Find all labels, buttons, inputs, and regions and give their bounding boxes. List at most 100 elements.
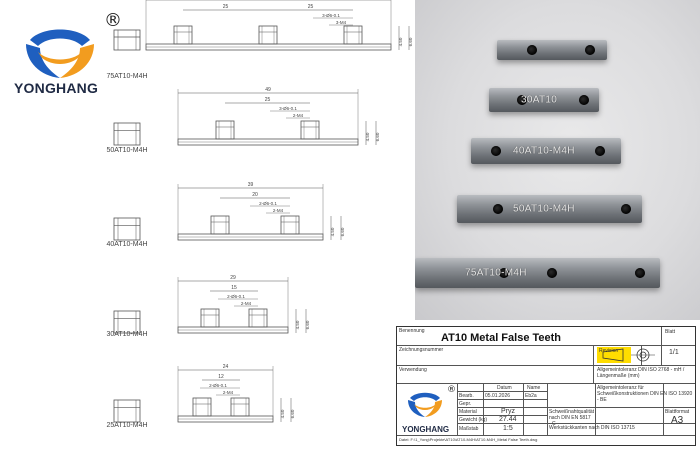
part-label-0: 75AT10-M4H (106, 73, 147, 80)
side-view-2 (113, 217, 141, 241)
photo-hole-4-0 (499, 268, 509, 278)
side-view-1 (113, 122, 141, 146)
dim-overall-value-3: 29 (230, 275, 236, 281)
callout-hole-2: 2-Ø6-0.1 (259, 201, 277, 206)
nut-1-1 (300, 120, 320, 140)
side-view-0 (113, 29, 141, 51)
drawn-date: 05.01.2026 (485, 393, 511, 399)
yonghang-logo-small-icon (408, 392, 442, 417)
dim-pitch-value-1: 25 (265, 97, 271, 103)
dim-height-b-value-0: 6.60 (408, 37, 413, 46)
photo-hole-3-0 (493, 204, 503, 214)
scale-label: Maßstab (459, 426, 479, 432)
dim-overall-value-1: 49 (265, 87, 271, 93)
nut-0-0 (173, 25, 193, 45)
part-label-1: 50AT10-M4H (106, 147, 147, 154)
photo-part-1: 30AT10 (489, 88, 599, 112)
drawn-name: Eb2a (525, 393, 537, 399)
photo-engraving-1: 30AT10 (521, 94, 558, 106)
callout-hole-0: 3-Ø6-0.1 (322, 13, 340, 18)
photo-part-0 (497, 40, 607, 60)
weld-tolerance-text: Allgemeintoleranz für Schweißkonstruktio… (597, 385, 693, 403)
callout-thread-3: 2-M4 (241, 301, 252, 306)
photo-hole-0-1 (585, 45, 595, 55)
registered-mark: ® (104, 10, 122, 31)
part-label-3: 30AT10-M4H (106, 331, 147, 338)
format-label: Blattformat (665, 409, 690, 415)
callout-thread-0: 3-M4 (336, 20, 347, 25)
photo-engraving-2: 40AT10-M4H (513, 145, 575, 157)
photo-part-4: 75AT10-M4H (415, 258, 660, 288)
weight-label: Gewicht (kg) (459, 417, 488, 423)
dim-height-a-value-3: 4.50 (295, 320, 300, 329)
dim-height-b-value-1: 6.60 (375, 132, 380, 141)
dim-height-b-value-4: 6.60 (290, 409, 295, 418)
dim-height-a-value-0: 4.50 (398, 37, 403, 46)
photo-hole-2-1 (595, 146, 605, 156)
dim-height-a-value-1: 4.50 (365, 132, 370, 141)
part-label-4: 25AT10-M4H (106, 422, 147, 429)
tolerance-text: Allgemeintoleranz DIN ISO 2768 - mH / Lä… (597, 367, 685, 379)
row-checked: Gepr. (459, 401, 472, 407)
nut-4-0 (192, 397, 212, 417)
col-date: Datum (497, 385, 512, 391)
callout-thread-2: 2-M4 (273, 208, 284, 213)
material-label: Material (459, 409, 477, 415)
callout-thread-1: 2-M4 (293, 113, 304, 118)
side-view-3 (113, 310, 141, 334)
nut-3-0 (200, 308, 220, 328)
dim-pitch2-value-0: 25 (308, 4, 314, 10)
title-label: Benennung (399, 328, 425, 334)
callout-hole-1: 3-Ø6-0.1 (279, 106, 297, 111)
sheet-label: Blatt (665, 329, 676, 335)
dim-height-b-value-3: 6.60 (305, 320, 310, 329)
part-label-2: 40AT10-M4H (106, 241, 147, 248)
dim-pitch-value-0: 25 (223, 4, 229, 10)
brand-name-small: YONGHANG (402, 425, 450, 434)
projection-symbol-icon (602, 348, 655, 362)
nut-0-2 (343, 25, 363, 45)
row-drawn: Bearb. (459, 393, 474, 399)
side-view-4 (113, 399, 141, 423)
edge-label: Werkstückkanten nach DIN ISO 13715 (549, 425, 635, 431)
scale-value: 1:5 (503, 425, 513, 432)
format-value: A3 (671, 415, 684, 426)
registered-mark-small: ® (447, 385, 456, 395)
dim-pitch-value-4: 12 (218, 374, 224, 380)
photo-hole-1-1 (579, 95, 589, 105)
drawing-no-label: Zeichnungsnummer (399, 347, 444, 353)
photo-hole-4-2 (635, 268, 645, 278)
photo-part-2: 40AT10-M4H (471, 138, 621, 164)
dim-pitch-value-2: 20 (252, 192, 258, 198)
photo-hole-3-1 (621, 204, 631, 214)
weld-quality-label: Schweißnahtqualität nach DIN EN 5817 - C (549, 409, 595, 427)
nut-0-1 (258, 25, 278, 45)
material-value: Pryz (501, 408, 515, 415)
nut-2-0 (210, 215, 230, 235)
drawing-title: AT10 Metal False Teeth (441, 332, 562, 344)
photo-hole-0-0 (527, 45, 537, 55)
dim-height-a-value-4: 4.50 (280, 409, 285, 418)
brand-name: YONGHANG (14, 80, 99, 96)
usage-label: Verwendung (399, 367, 427, 373)
dim-height-a-value-2: 4.50 (330, 227, 335, 236)
product-photo: 30AT10 40AT10-M4H 50AT10-M4H 75AT10-M4H (415, 0, 700, 320)
photo-hole-1-0 (517, 95, 527, 105)
nut-3-1 (248, 308, 268, 328)
dim-pitch-value-3: 15 (231, 285, 237, 291)
nut-2-1 (280, 215, 300, 235)
photo-hole-2-0 (491, 146, 501, 156)
sheet-value: 1/1 (669, 349, 679, 356)
weight-value: 27.44 (499, 416, 517, 423)
photo-hole-4-1 (547, 268, 557, 278)
dim-overall-value-2: 39 (248, 182, 254, 188)
col-name: Name (527, 385, 541, 391)
technical-drawings: 75AT10-M4H7425253-Ø6-0.13-M44.506.6050AT… (106, 0, 413, 429)
callout-hole-3: 2-Ø6-0.1 (227, 294, 245, 299)
yonghang-logo-icon (26, 29, 94, 78)
photo-engraving-3: 50AT10-M4H (513, 203, 575, 215)
file-path: Datei: F:\1_Yong\Projekte\AT10\AT10-M4H\… (399, 437, 538, 442)
dim-overall-value-4: 24 (223, 364, 229, 370)
title-block: Benennung AT10 Metal False Teeth Zeichnu… (396, 326, 696, 446)
callout-hole-4: 2-Ø6-0.1 (209, 383, 227, 388)
